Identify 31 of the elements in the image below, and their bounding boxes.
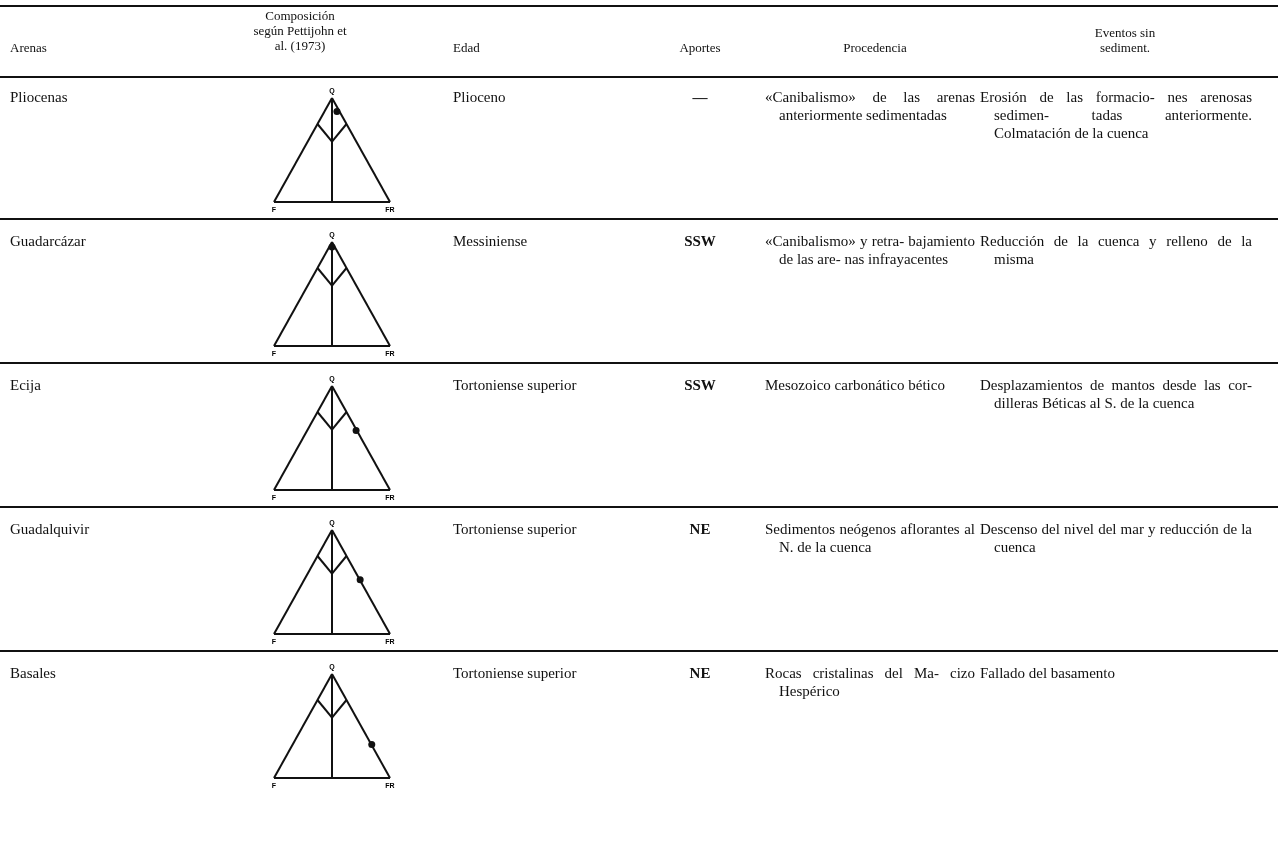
source-direction: — xyxy=(691,88,709,106)
source-direction: SSW xyxy=(683,376,717,394)
column-header: Arenas xyxy=(10,40,48,55)
column-header: Aportes xyxy=(678,40,722,55)
column-header: Eventos sin sediment. xyxy=(1093,25,1157,55)
source-direction: NE xyxy=(688,664,712,682)
event-text: Fallado del basamento xyxy=(980,664,1116,682)
column-header: Composición según Pettijohn et al. (1973) xyxy=(252,8,348,53)
row-label: Guadalquivir xyxy=(10,520,91,538)
event-text: Erosión de las formacio- nes arenosas sedimen- tadas anteriormente. Colmatación de la cuenca xyxy=(980,88,1252,142)
provenance-text: «Canibalismo» de las arenas anteriormente sedimentadas xyxy=(765,88,975,124)
row-label: Ecija xyxy=(10,376,42,394)
row-label: Pliocenas xyxy=(10,88,69,106)
provenance-text: Mesozoico carbonático bético xyxy=(765,376,946,394)
age-text: Messiniense xyxy=(453,232,529,250)
source-direction: NE xyxy=(688,520,712,538)
column-header: Procedencia xyxy=(842,40,908,55)
row-label: Guadarcázar xyxy=(10,232,87,250)
event-text: Reducción de la cuenca y relleno de la misma xyxy=(980,232,1252,268)
source-direction: SSW xyxy=(683,232,717,250)
event-text: Desplazamientos de mantos desde las cor- dilleras Béticas al S. de la cuenca xyxy=(980,376,1252,412)
provenance-text: «Canibalismo» y retra- bajamiento de las are- nas infrayacentes xyxy=(765,232,975,268)
age-text: Tortoniense superior xyxy=(453,376,578,394)
provenance-text: Sedimentos neógenos aflorantes al N. de la cuenca xyxy=(765,520,975,556)
column-header: Edad xyxy=(453,40,481,55)
event-text: Descenso del nivel del mar y reducción de la cuenca xyxy=(980,520,1252,556)
age-text: Tortoniense superior xyxy=(453,664,578,682)
provenance-text: Rocas cristalinas del Ma- cizo Hespérico xyxy=(765,664,975,700)
age-text: Tortoniense superior xyxy=(453,520,578,538)
age-text: Plioceno xyxy=(453,88,507,106)
row-label: Basales xyxy=(10,664,57,682)
